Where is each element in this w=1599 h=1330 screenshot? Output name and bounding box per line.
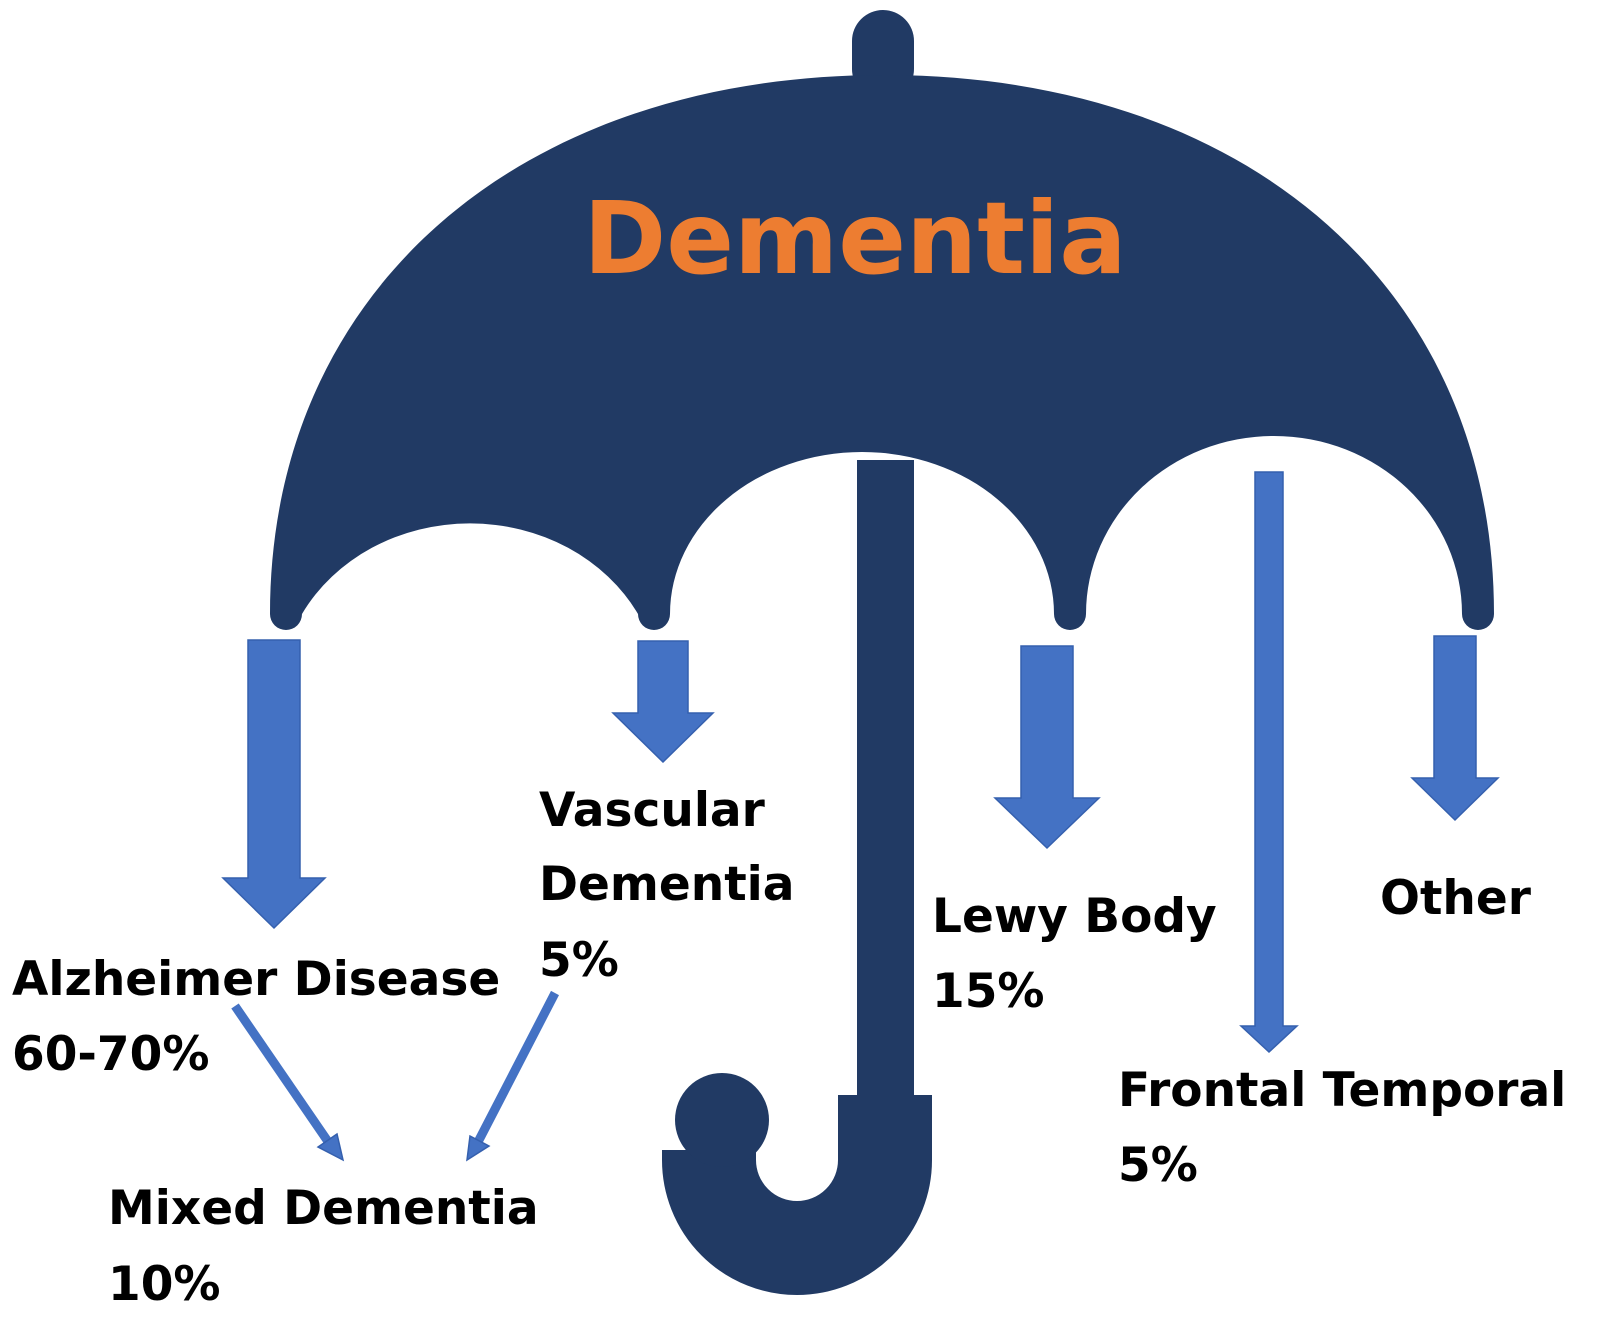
- umbrella-handle-end: [675, 1073, 769, 1167]
- frontal-temporal-percentage: 5%: [1118, 1138, 1198, 1193]
- mixed-dementia-label: Mixed Dementia: [108, 1181, 539, 1236]
- vascular-to-mixed-arrow-head: [467, 1136, 489, 1160]
- mixed-dementia-percentage: 10%: [108, 1257, 221, 1312]
- vascular-to-mixed-arrow-line: [478, 993, 555, 1142]
- lewy-arrow: [995, 646, 1099, 848]
- alzheimer-arrow: [223, 640, 325, 928]
- lewy-body-label: Lewy Body: [932, 889, 1217, 944]
- alzheimer-percentage: 60-70%: [12, 1027, 209, 1082]
- vascular-label-line2: Dementia: [539, 857, 795, 912]
- alzheimer-label: Alzheimer Disease: [12, 952, 500, 1007]
- vascular-label-line1: Vascular: [539, 783, 766, 838]
- umbrella-shaft: [857, 460, 914, 1140]
- other-arrow: [1412, 636, 1498, 820]
- mixed-dementia-arrows: [235, 993, 555, 1160]
- vascular-arrow: [613, 641, 713, 762]
- diagram-title: Dementia: [583, 180, 1127, 297]
- alzheimer-to-mixed-arrow-line: [235, 1006, 329, 1143]
- vascular-percentage: 5%: [539, 933, 619, 988]
- lewy-body-percentage: 15%: [932, 964, 1045, 1019]
- other-label: Other: [1380, 871, 1532, 926]
- frontal-temporal-arrow: [1241, 472, 1297, 1052]
- frontal-temporal-label: Frontal Temporal: [1118, 1063, 1566, 1118]
